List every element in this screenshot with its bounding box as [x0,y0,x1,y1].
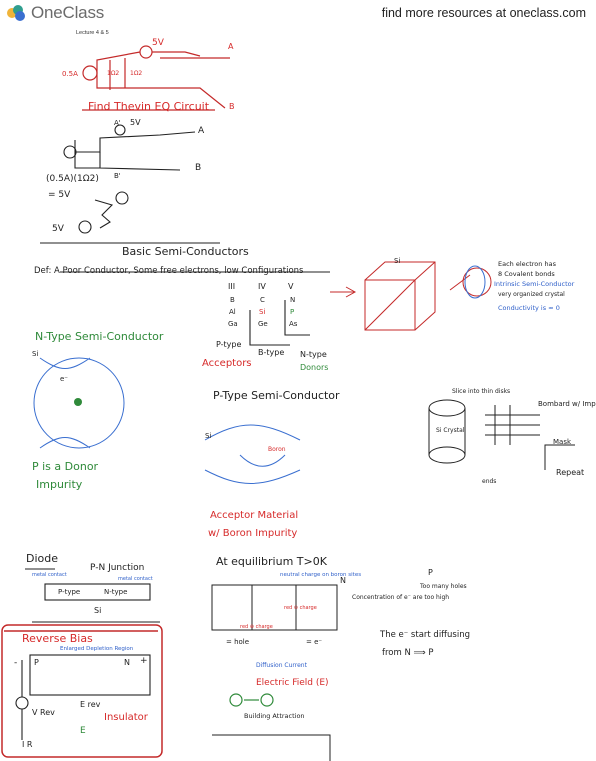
process-ends: ends [482,478,497,485]
reverse-plus: + [140,656,148,666]
ntype-heading: N-Type Semi-Conductor [35,330,164,343]
elem-p: P [290,308,295,316]
process-slice: Slice into thin disks [452,388,511,395]
red-charge-note: red ⊕ charge [240,624,273,630]
b-prime-label: B' [114,172,121,180]
thevenin-caption: Find Thevin EQ Circuit [88,100,210,113]
ntype-si: Si [32,350,39,358]
step2-calc: (0.5A)(1Ω2) [46,174,99,184]
eq-n-label: N [340,576,346,585]
crystal-si-label: Si [394,257,401,265]
oneclass-logo[interactable]: OneClass [6,3,104,23]
r1-label: 1Ω2 [107,70,120,77]
neutral-charge-note: neutral charge on boron sites [280,572,362,578]
metal-contact-1: metal contact [32,572,67,578]
crystal-note-2: 8 Covalent bonds [498,270,555,278]
boron-label: Boron [268,446,286,453]
e-rev-label: E rev [80,700,101,709]
a-prime-label: A' [114,119,121,127]
ptype-caption-2: w/ Boron Impurity [208,528,298,539]
electron-legend: = e⁻ [306,638,323,646]
depletion-region-label: Enlarged Depletion Region [60,646,134,652]
acceptors-label: Acceptors [202,358,252,369]
elem-b: B [230,296,235,304]
elem-as: As [289,320,298,328]
metal-contact-2: metal contact [118,576,153,582]
process-crystal: Si Crystal [436,427,465,434]
reverse-bias-heading: Reverse Bias [22,632,93,645]
step2-node-a: A [198,126,205,136]
current-source-label: 0.5A [62,70,78,78]
too-many-holes-note: Too many holes [420,583,467,590]
reverse-minus: - [14,658,18,668]
pn-junction-label: P-N Junction [90,563,145,573]
crystal-note-1: Each electron has [498,260,556,268]
eq-p-label: P [428,568,433,577]
logo-text: OneClass [31,3,105,22]
find-more-link[interactable]: find more resources at oneclass.com [381,6,586,20]
red-charge-note-2: red ⊖ charge [284,605,317,611]
crystal-note-5: Conductivity is ≈ 0 [498,304,560,312]
diode-si: Si [94,606,102,615]
v-rev-label: V Rev [32,708,55,717]
step2-node-b: B [195,163,202,173]
group-iii: III [228,282,236,291]
n-type-label: N-type [300,350,327,359]
elem-ga: Ga [228,320,238,328]
diffusion-current-label: Diffusion Current [256,662,307,669]
p-type-label: P-type [216,340,242,349]
ntype-caption-1: P is a Donor [32,460,99,473]
oneclass-logo-icon [7,5,25,21]
ntype-caption-2: Impurity [36,478,83,491]
process-bombard: Bombard w/ Impurity [538,400,596,408]
r2-label: 1Ω2 [130,70,143,77]
hole-legend: = hole [226,638,250,646]
b-type-label: B-type [258,348,285,357]
elem-ge: Ge [258,320,268,328]
notes-page [0,26,596,761]
building-attraction-label: Building Attraction [244,712,305,720]
step2-5v: 5V [130,118,141,127]
crystal-note-4: very organized crystal [498,291,565,298]
group-v: V [288,282,294,291]
ptype-si: Si [205,432,212,440]
ptype-heading: P-Type Semi-Conductor [213,389,340,402]
thevenin-5v-label: 5V [152,38,164,48]
equilibrium-heading: At equilibrium T>0K [216,555,327,568]
elem-al: Al [229,308,236,316]
diode-p-type: P-type [58,588,81,596]
semis-heading: Basic Semi-Conductors [122,245,249,258]
concentration-note: Concentration of e⁻ are too high [352,594,450,601]
process-mask: Mask [553,438,572,446]
thevenin-node-a: A [228,42,234,51]
doc-title: Lecture 4 & 5 [76,30,109,36]
elem-si: Si [259,308,266,316]
site-header: OneClass find more resources at oneclass… [0,0,596,26]
thevenin-node-b: B [229,102,235,111]
diffusing-direction: from N ⟹ P [382,648,434,658]
process-repeat: Repeat [556,468,585,477]
semis-definition: Def: A Poor Conductor, Some free electro… [34,266,304,276]
elem-n: N [290,296,296,304]
crystal-note-3: Intrinsic Semi-Conductor [494,280,575,288]
donors-label: Donors [300,363,329,372]
diode-heading: Diode [26,552,59,565]
ntype-electron: e⁻ [60,375,69,383]
e-field-label: E [80,726,86,736]
i-r-label: I R [22,740,33,749]
reverse-n: N [124,658,130,667]
diffusing-note: The e⁻ start diffusing [380,630,471,640]
step2-5v-b: 5V [52,224,64,234]
elem-c: C [260,296,265,304]
diode-n-type: N-type [104,588,128,596]
reverse-p: P [34,658,39,667]
step2-eq: = 5V [48,190,71,200]
ptype-caption-1: Acceptor Material [210,510,299,521]
insulator-label: Insulator [104,712,148,723]
electric-field-label: Electric Field (E) [256,678,329,688]
group-iv: IV [258,282,266,291]
